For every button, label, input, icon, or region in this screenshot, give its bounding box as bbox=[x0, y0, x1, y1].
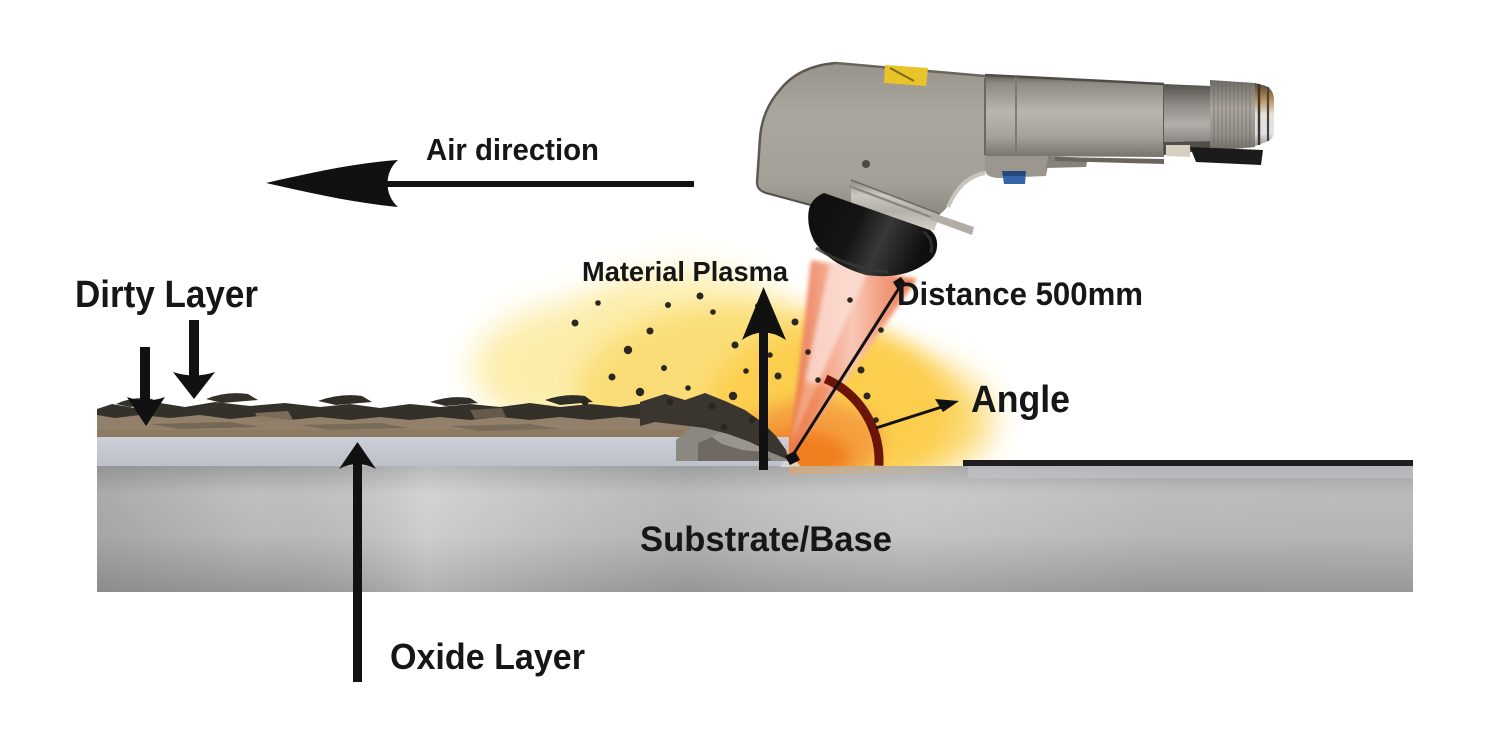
svg-text:Distance 500mm: Distance 500mm bbox=[897, 276, 1143, 312]
svg-text:Material Plasma: Material Plasma bbox=[582, 256, 788, 287]
svg-text:Angle: Angle bbox=[971, 379, 1070, 421]
svg-text:Dirty Layer: Dirty Layer bbox=[75, 274, 258, 316]
svg-text:Substrate/Base: Substrate/Base bbox=[640, 520, 892, 559]
svg-text:Air direction: Air direction bbox=[426, 132, 599, 167]
svg-text:Oxide Layer: Oxide Layer bbox=[390, 636, 585, 677]
